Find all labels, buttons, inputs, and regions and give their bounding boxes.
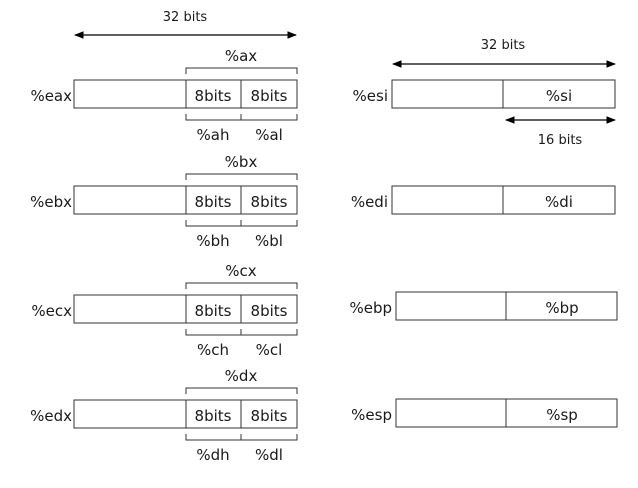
register-edx: %edx 8bits 8bits %dx %dh %dl [30, 367, 298, 464]
register-esp: %esp %sp [351, 398, 618, 428]
low-word-name: %di [545, 193, 573, 211]
low-word-name: %si [546, 87, 572, 105]
high-byte-cell: 8bits [195, 407, 232, 425]
byte-bracket [185, 329, 298, 336]
word-bracket [185, 67, 298, 74]
low-byte-cell: 8bits [251, 193, 288, 211]
word-register-name: %ax [225, 47, 257, 65]
low-byte-cell: 8bits [251, 302, 288, 320]
high-byte-name: %ah [197, 126, 230, 144]
register-esi: %esi %si [353, 79, 616, 109]
low-byte-name: %al [255, 126, 283, 144]
high-byte-cell: 8bits [195, 302, 232, 320]
register-ebp: %ebp %bp [349, 291, 618, 321]
register-ebx: %ebx 8bits 8bits %bx %bh %bl [30, 153, 298, 250]
low-word-name: %bp [545, 299, 578, 317]
high-byte-name: %ch [197, 341, 229, 359]
register-ecx: %ecx 8bits 8bits %cx %ch %cl [31, 262, 298, 359]
general-width-label: 32 bits [163, 10, 208, 25]
register-name: %ebp [349, 299, 392, 317]
word-bracket [185, 387, 298, 394]
byte-bracket [185, 434, 298, 441]
index-width-label: 32 bits [481, 38, 526, 53]
word-register-name: %bx [225, 153, 258, 171]
register-name: %edi [351, 193, 388, 211]
byte-bracket [185, 220, 298, 227]
low-width-label: 16 bits [538, 133, 583, 148]
high-byte-cell: 8bits [195, 87, 232, 105]
word-bracket [185, 173, 298, 180]
low-word-name: %sp [546, 406, 578, 424]
register-name: %edx [30, 407, 72, 425]
high-byte-cell: 8bits [195, 193, 232, 211]
word-register-name: %cx [225, 262, 257, 280]
register-name: %eax [30, 87, 72, 105]
low-byte-cell: 8bits [251, 407, 288, 425]
register-eax: %eax 8bits 8bits %ax %ah %al [30, 47, 298, 144]
register-edi: %edi %di [351, 185, 616, 215]
high-byte-name: %bh [196, 232, 229, 250]
word-register-name: %dx [225, 367, 258, 385]
low-byte-name: %cl [256, 341, 283, 359]
register-name: %esp [351, 406, 392, 424]
word-bracket [185, 282, 298, 289]
register-name: %ebx [30, 193, 72, 211]
register-name: %esi [353, 87, 388, 105]
general-width-indicator: 32 bits [74, 10, 297, 39]
index-width-indicator: 32 bits [392, 38, 616, 68]
low-byte-cell: 8bits [251, 87, 288, 105]
low-byte-name: %dl [255, 446, 283, 464]
byte-bracket [185, 114, 298, 121]
index-low-width-indicator: 16 bits [505, 116, 616, 148]
register-name: %ecx [31, 302, 72, 320]
low-byte-name: %bl [255, 232, 283, 250]
high-byte-name: %dh [196, 446, 229, 464]
